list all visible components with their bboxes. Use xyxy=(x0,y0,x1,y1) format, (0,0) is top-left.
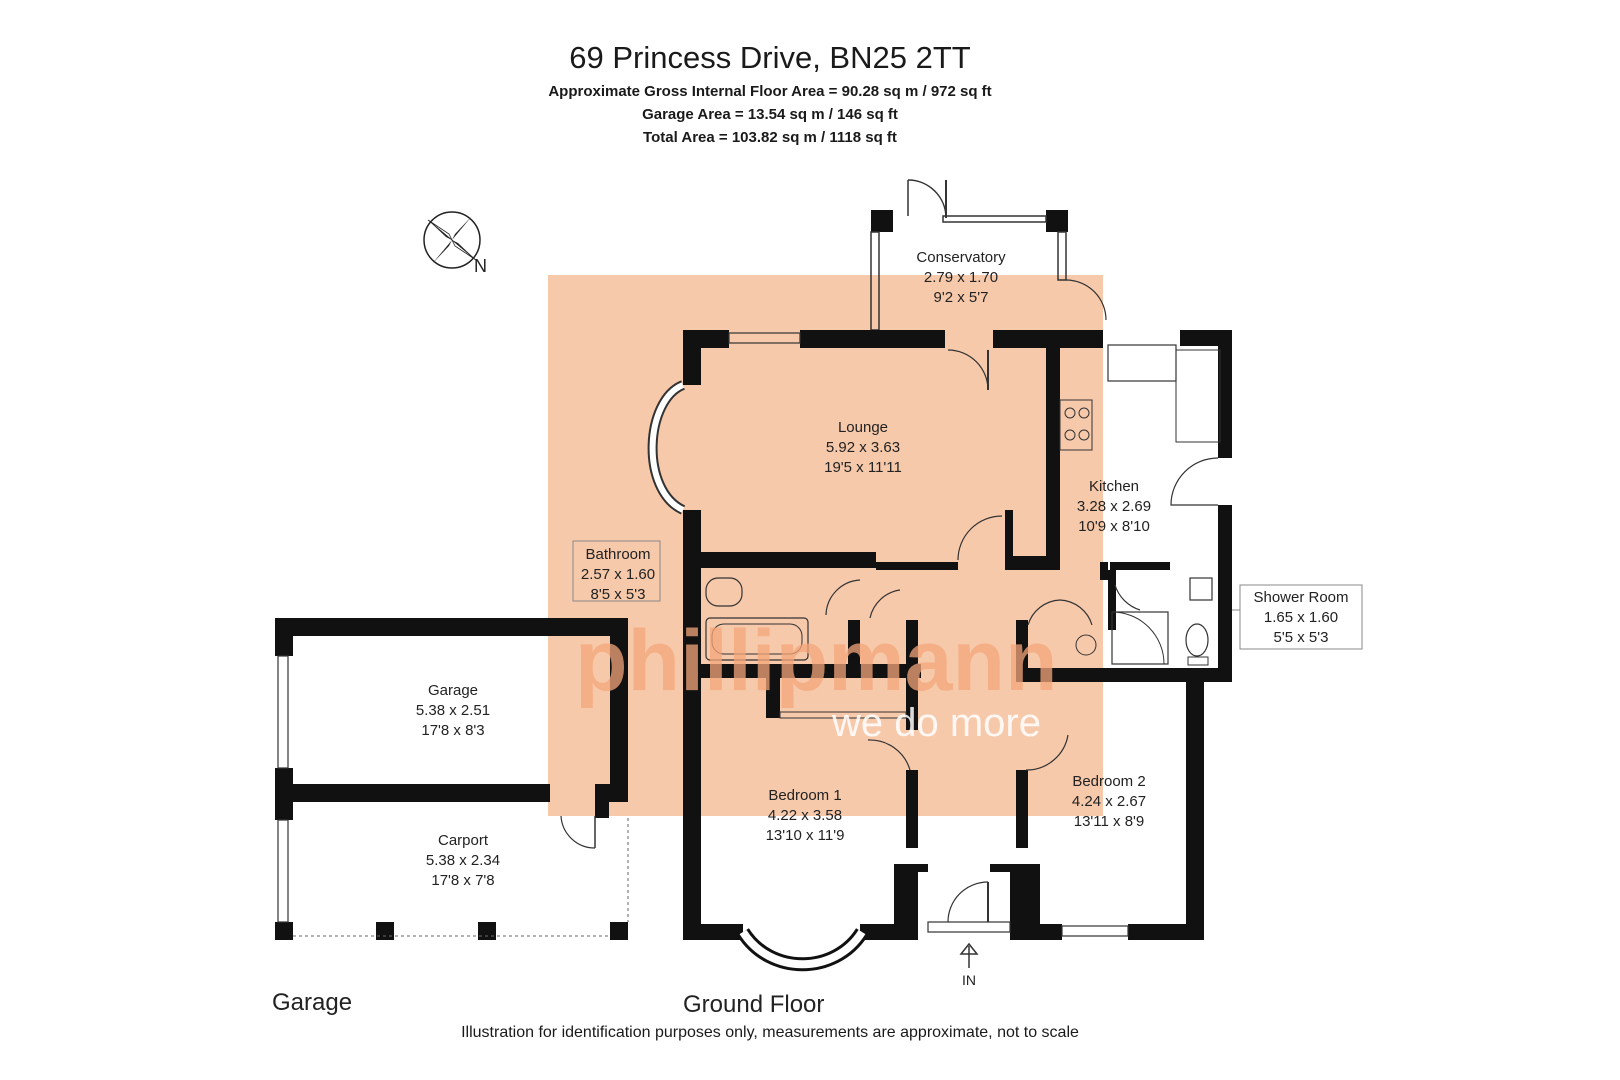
porch-walls xyxy=(990,864,1040,940)
compass-north-label: N xyxy=(474,256,487,276)
lounge-walls xyxy=(683,330,1103,600)
bedroom2-door-swing xyxy=(1025,734,1069,771)
bedroom1-walls xyxy=(683,680,928,940)
carport-metric: 5.38 x 2.34 xyxy=(426,852,500,869)
carport-posts xyxy=(275,922,628,940)
lounge-metric: 5.92 x 3.63 xyxy=(826,439,900,456)
room-label-lounge: Lounge 5.92 x 3.63 19'5 x 11'11 xyxy=(824,419,902,476)
bedroom1-imperial: 13'10 x 11'9 xyxy=(766,827,845,844)
conservatory-imperial: 9'2 x 5'7 xyxy=(934,289,989,306)
bedroom1-door-swing xyxy=(867,739,911,771)
room-label-carport: Carport 5.38 x 2.34 17'8 x 7'8 xyxy=(426,832,500,889)
entrance-arrow-icon xyxy=(959,942,979,968)
shower-room-imperial: 5'5 x 5'3 xyxy=(1274,629,1329,646)
garage-walls xyxy=(275,618,628,820)
shower-basin-icon xyxy=(1189,577,1213,601)
shower-room-walls xyxy=(1100,562,1116,630)
lounge-hall-door-swing xyxy=(957,515,1003,561)
cupboard-door-swing-right xyxy=(1059,599,1093,626)
conservatory-door-swing xyxy=(907,179,947,219)
bedroom2-metric: 4.24 x 2.67 xyxy=(1072,793,1146,810)
kitchen-worktop xyxy=(1175,349,1221,443)
kitchen-name: Kitchen xyxy=(1089,478,1139,495)
room-label-shower-room: Shower Room 1.65 x 1.60 5'5 x 5'3 xyxy=(1253,589,1348,646)
kitchen-sink-icon xyxy=(1107,344,1177,382)
bedroom2-walls xyxy=(1040,668,1204,940)
bathroom-name: Bathroom xyxy=(585,546,650,563)
lounge-window xyxy=(728,332,801,344)
bathroom-bath-icon xyxy=(705,617,809,661)
carport-side-panel xyxy=(277,819,289,923)
shower-door-swing xyxy=(1114,584,1141,611)
bathroom-metric: 2.57 x 1.60 xyxy=(581,566,655,583)
cupboard-door-swing-left xyxy=(1027,599,1061,626)
room-label-bathroom: Bathroom 2.57 x 1.60 8'5 x 5'3 xyxy=(581,546,655,603)
bathroom-walls xyxy=(683,600,921,730)
room-label-garage: Garage 5.38 x 2.51 17'8 x 8'3 xyxy=(416,682,490,739)
shower-toilet-icon xyxy=(1185,623,1209,657)
garage-floor-label: Garage xyxy=(272,989,352,1016)
garage-name: Garage xyxy=(428,682,478,699)
shower-room-name: Shower Room xyxy=(1253,589,1348,606)
bedroom1-bay-window-glass xyxy=(739,929,866,969)
garage-area-text: Garage Area = 13.54 sq m / 146 sq ft xyxy=(642,106,898,123)
bathroom-label-box xyxy=(572,540,661,602)
compass-rose-icon xyxy=(423,211,481,269)
lounge-bay-window-glass xyxy=(649,382,685,513)
disclaimer-text: Illustration for identification purposes… xyxy=(461,1024,1079,1041)
garage-metric: 5.38 x 2.51 xyxy=(416,702,490,719)
bedroom2-name: Bedroom 2 xyxy=(1072,773,1145,790)
lounge-name: Lounge xyxy=(838,419,888,436)
kitchen-imperial: 10'9 x 8'10 xyxy=(1078,518,1150,535)
plan-title: 69 Princess Drive, BN25 2TT xyxy=(569,40,971,75)
bedroom1-metric: 4.22 x 3.58 xyxy=(768,807,842,824)
room-label-bedroom1: Bedroom 1 4.22 x 3.58 13'10 x 11'9 xyxy=(766,787,845,844)
kitchen-hob-icon xyxy=(1059,399,1093,451)
kitchen-back-door-swing xyxy=(1170,457,1219,506)
gross-area-text: Approximate Gross Internal Floor Area = … xyxy=(548,83,992,100)
bedroom2-imperial: 13'11 x 8'9 xyxy=(1074,813,1145,830)
room-label-kitchen: Kitchen 3.28 x 2.69 10'9 x 8'10 xyxy=(1077,478,1151,535)
bathroom-imperial: 8'5 x 5'3 xyxy=(591,586,646,603)
garage-imperial: 17'8 x 8'3 xyxy=(421,722,484,739)
front-door-frame xyxy=(927,921,1011,933)
shower-screen xyxy=(1111,611,1165,665)
boiler-icon xyxy=(1075,634,1097,656)
bedroom2-window xyxy=(1061,925,1129,937)
watermark-tagline: we do more xyxy=(831,701,1041,745)
garage-door xyxy=(277,655,289,769)
bedroom1-name: Bedroom 1 xyxy=(768,787,841,804)
room-label-conservatory: Conservatory 2.79 x 1.70 9'2 x 5'7 xyxy=(916,249,1006,306)
garage-side-door-swing xyxy=(560,815,596,849)
conservatory-side-door-swing xyxy=(1065,279,1107,321)
hall-walls xyxy=(906,620,1066,848)
lounge-imperial: 19'5 x 11'11 xyxy=(824,459,902,476)
conservatory-metric: 2.79 x 1.70 xyxy=(924,269,998,286)
kitchen-metric: 3.28 x 2.69 xyxy=(1077,498,1151,515)
bathroom-door-swing xyxy=(825,579,861,616)
bathroom-toilet-icon xyxy=(705,577,743,607)
carport-imperial: 17'8 x 7'8 xyxy=(431,872,494,889)
conservatory-name: Conservatory xyxy=(916,249,1006,266)
carport-name: Carport xyxy=(438,832,489,849)
room-label-bedroom2: Bedroom 2 4.24 x 2.67 13'11 x 8'9 xyxy=(1072,773,1146,830)
watermark-brand: phillipmann xyxy=(575,613,1058,709)
airing-cupboard-door-swing xyxy=(869,589,901,619)
shower-room-label-box xyxy=(1239,584,1363,650)
ground-floor-label: Ground Floor xyxy=(683,991,824,1018)
front-door-swing xyxy=(947,881,989,923)
entrance-label: IN xyxy=(962,972,976,988)
shower-room-metric: 1.65 x 1.60 xyxy=(1264,609,1338,626)
total-area-text: Total Area = 103.82 sq m / 1118 sq ft xyxy=(643,129,897,146)
